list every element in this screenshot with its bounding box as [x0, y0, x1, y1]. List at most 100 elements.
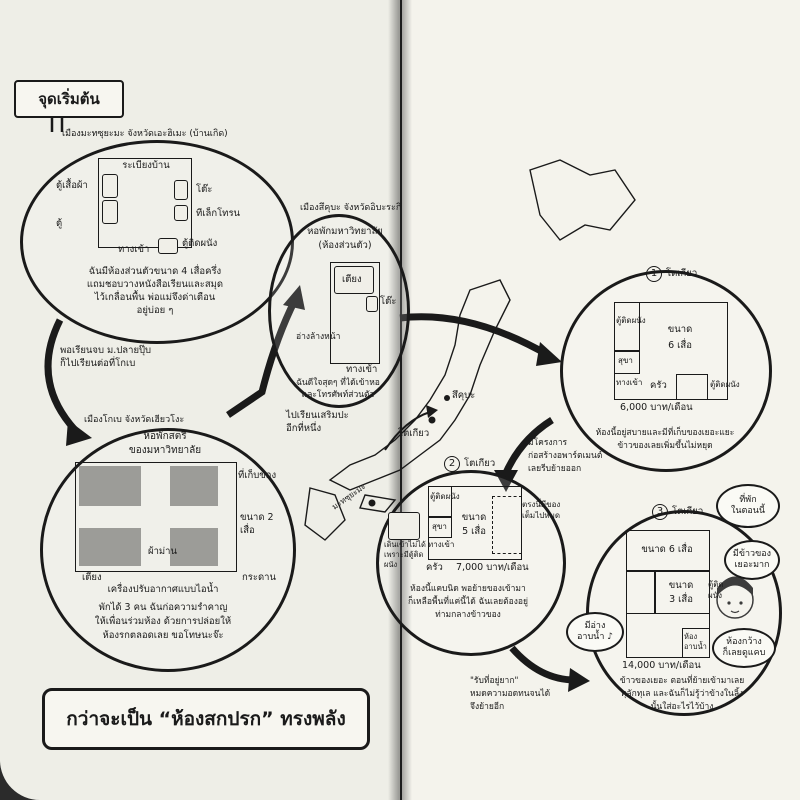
- tokyo2-label-size-value: 5 เสื่อ: [462, 526, 486, 537]
- stage2-text-3: ให้เพื่อนร่วมห้อง ด้วยการปล่อยให้: [94, 616, 232, 627]
- tokyo3-speech-current-text: ที่พักในตอนนี้: [731, 495, 765, 517]
- tokyo2-label-kitchen: ครัว: [426, 562, 443, 573]
- stage3-circle: [268, 214, 410, 408]
- tokyo3-label-size-value: 3 เสื่อ: [669, 594, 693, 605]
- stage2-title-1: หอพักสตรี: [143, 431, 187, 442]
- stage2-room-bottom-left: [79, 528, 141, 566]
- tokyo1-label-size-value: 6 เสื่อ: [668, 340, 692, 351]
- start-sign: จุดเริ่มต้น: [14, 80, 124, 118]
- tokyo2-closet: [428, 486, 452, 518]
- stage3-label-bed: เตียง: [342, 274, 362, 285]
- stage1-closet: [158, 238, 178, 254]
- tokyo3-bathroom: [682, 628, 710, 658]
- stage3-desk: [366, 296, 378, 312]
- stage3-label-sink: อ่างล้างหน้า: [296, 332, 341, 342]
- tokyo3-small-room: [654, 570, 710, 614]
- stage1-label-desk: โต๊ะ: [196, 184, 213, 195]
- stage2-label-size: ขนาด 2 เสื่อ: [240, 512, 274, 536]
- stage2-room-top-right: [170, 466, 218, 506]
- tokyo1-rent: 6,000 บาท/เดือน: [620, 402, 693, 413]
- tokyo1-text-1: ห้องนี้อยู่สบายและมีที่เก็บของเยอะแยะ: [595, 428, 735, 438]
- tokyo3-text-2: ทุลักทุเล และฉันก็ไม่รู้ว่าข้างในลิ้ง: [620, 689, 744, 699]
- tokyo3-bubble-bath-1: มีอ่าง: [584, 621, 606, 632]
- stage2-text-4: ห้องรกตลอดเลย ขอโทษนะจ๊ะ: [102, 630, 224, 641]
- arrow2-note-2: อีกที่หนึ่ง: [286, 423, 322, 434]
- stage2-text-2: พักได้ 3 คน ฉันก่อความรำคาญ: [98, 602, 228, 613]
- tokyo1-kitchen-closet: [676, 374, 708, 400]
- tokyo1-header-text: โตเกียว: [666, 268, 698, 279]
- tokyo1-label-toilet: สุขา: [618, 356, 633, 365]
- stage3-label-desk: โต๊ะ: [380, 296, 397, 307]
- tokyo3-bubble-narrow: ห้องกว้างก็เลยดูแคบ: [712, 628, 776, 668]
- tokyo3-label-size: ขนาด: [668, 580, 694, 591]
- map-label-tokyo: โตเกียว: [398, 428, 430, 439]
- tokyo2-text-2: ก็เหลือพื้นที่แค่นี้ได้ ฉันเลยต้องอยู่: [407, 597, 528, 607]
- stage1-wardrobe: [102, 174, 118, 198]
- book-gutter: [388, 0, 412, 800]
- arrow-tokyo1-note-2: ก่อสร้างอพาร์ตเมนต์: [528, 451, 603, 461]
- tokyo2-number: 2: [444, 456, 460, 472]
- page-title: กว่าจะเป็น “ห้องสกปรก” ทรงพลัง: [42, 688, 370, 750]
- stage2-room-bottom-right: [170, 528, 218, 566]
- stage2-label-bed: เตียง: [82, 572, 102, 583]
- stage3-location: เมืองสึคุบะ จังหวัดอิบะระกิ: [300, 203, 402, 213]
- tokyo1-closet: [614, 302, 640, 352]
- stage2-label-curtain: ผ้าม่าน: [148, 546, 177, 557]
- tokyo3-bubble-narrow-text: ห้องกว้างก็เลยดูแคบ: [723, 637, 766, 659]
- tokyo2-header: 2 โตเกียว: [444, 456, 495, 472]
- stage2-text-1: เครื่องปรับอากาศแบบไอน้ำ: [107, 584, 219, 595]
- stage1-floorplan: [98, 158, 192, 248]
- tokyo3-big-room: [626, 530, 710, 572]
- arrow-tokyo1-note-3: เลยรีบย้ายออก: [528, 464, 582, 474]
- tokyo3-label-bathroom: ห้องอาบน้ำ: [684, 632, 707, 652]
- stage1-label-electone: ทีเล็กโทรน: [196, 208, 241, 219]
- tokyo3-speech-line-1: ที่พัก: [739, 495, 757, 506]
- tokyo1-label-entrance: ทางเข้า: [616, 378, 643, 387]
- arrow-tokyo2-note-2: หมดความอดทนจนได้: [470, 689, 551, 699]
- tokyo1-circle: [560, 270, 772, 472]
- tokyo2-label-full: ตรงนี้มีของเต็มไปหมด: [522, 500, 561, 520]
- stage2-room-top-left: [79, 466, 141, 506]
- tokyo3-speech-current: ที่พักในตอนนี้: [716, 484, 780, 528]
- tokyo2-header-text: โตเกียว: [464, 458, 496, 469]
- stage2-label-board: กระดาน: [242, 572, 276, 583]
- tokyo2-label-size: ขนาด: [461, 512, 487, 523]
- stage3-title-2: (ห้องส่วนตัว): [318, 240, 372, 251]
- tokyo2-label-closet: ตู้ติดผนัง: [430, 492, 460, 501]
- stage1-location: เมืองมะทซุยะมะ จังหวัดเอะฮิเมะ (บ้านเกิด…: [62, 129, 228, 139]
- tokyo2-clutter: [388, 512, 420, 540]
- tokyo3-closet: [626, 570, 656, 614]
- tokyo3-text-3: นั้นใส่อะไรไว้บ้าง: [650, 702, 714, 712]
- stage3-text-1: ฉันดีใจสุดๆ ที่ได้เข้าหอ: [296, 378, 380, 388]
- tokyo3-bubble-narrow-1: ห้องกว้าง: [726, 637, 762, 648]
- tokyo2-toilet: [428, 516, 452, 538]
- tokyo1-label-size: ขนาด: [667, 324, 693, 335]
- stage3-title-1: หอพักมหาวิทยาลัย: [307, 226, 383, 237]
- stage1-text-4: อยู่บ่อย ๆ: [136, 305, 174, 316]
- stage1-electone: [174, 205, 188, 221]
- stage1-text-1: ฉันมีห้องส่วนตัวขนาด 4 เสื่อครึ่ง: [88, 266, 222, 277]
- stage2-floorplan: [75, 462, 237, 572]
- tokyo2-text-1: ห้องนี้แคบนิด พอย้ายของเข้ามา: [410, 584, 526, 594]
- stage1-plan-title: ระเบียงบ้าน: [122, 160, 170, 171]
- tokyo1-label-kitchen: ครัว: [650, 380, 667, 391]
- stage1-label-cabinet: ตู้: [56, 218, 63, 229]
- stage1-label-entrance: ทางเข้า: [118, 244, 150, 255]
- tokyo1-header: 1 โตเกียว: [646, 266, 697, 282]
- tokyo3-label-closet: ตู้ติดผนัง: [708, 580, 724, 600]
- tokyo2-label-toilet: สุขา: [432, 522, 447, 531]
- tokyo3-speech-line-2: ในตอนนี้: [730, 506, 766, 516]
- stage1-text-3: ไว้เกลื่อนพื้น พ่อแม่จึงด่าเตือน: [94, 292, 216, 303]
- tokyo1-toilet: [614, 350, 640, 374]
- tokyo1-label-closet: ตู้ติดผนัง: [616, 316, 646, 325]
- tokyo3-bubble-bath-2: อาบน้ำ ♪: [577, 632, 613, 642]
- stage1-label-wardrobe: ตู้เสื้อผ้า: [56, 180, 88, 191]
- tokyo2-rent: 7,000 บาท/เดือน: [456, 562, 529, 573]
- tokyo3-bubble-bath: มีอ่างอาบน้ำ ♪: [566, 612, 624, 652]
- tokyo1-number: 1: [646, 266, 662, 282]
- arrow2-note-1: ไปเรียนเสริมปะ: [286, 410, 349, 421]
- stage2-title-2: ของมหาวิทยาลัย: [128, 445, 202, 456]
- stage3-bed: [334, 266, 374, 294]
- tokyo3-bubble-things-1: มีข้าวของ: [732, 549, 772, 560]
- stage3-label-entrance: ทางเข้า: [346, 364, 378, 375]
